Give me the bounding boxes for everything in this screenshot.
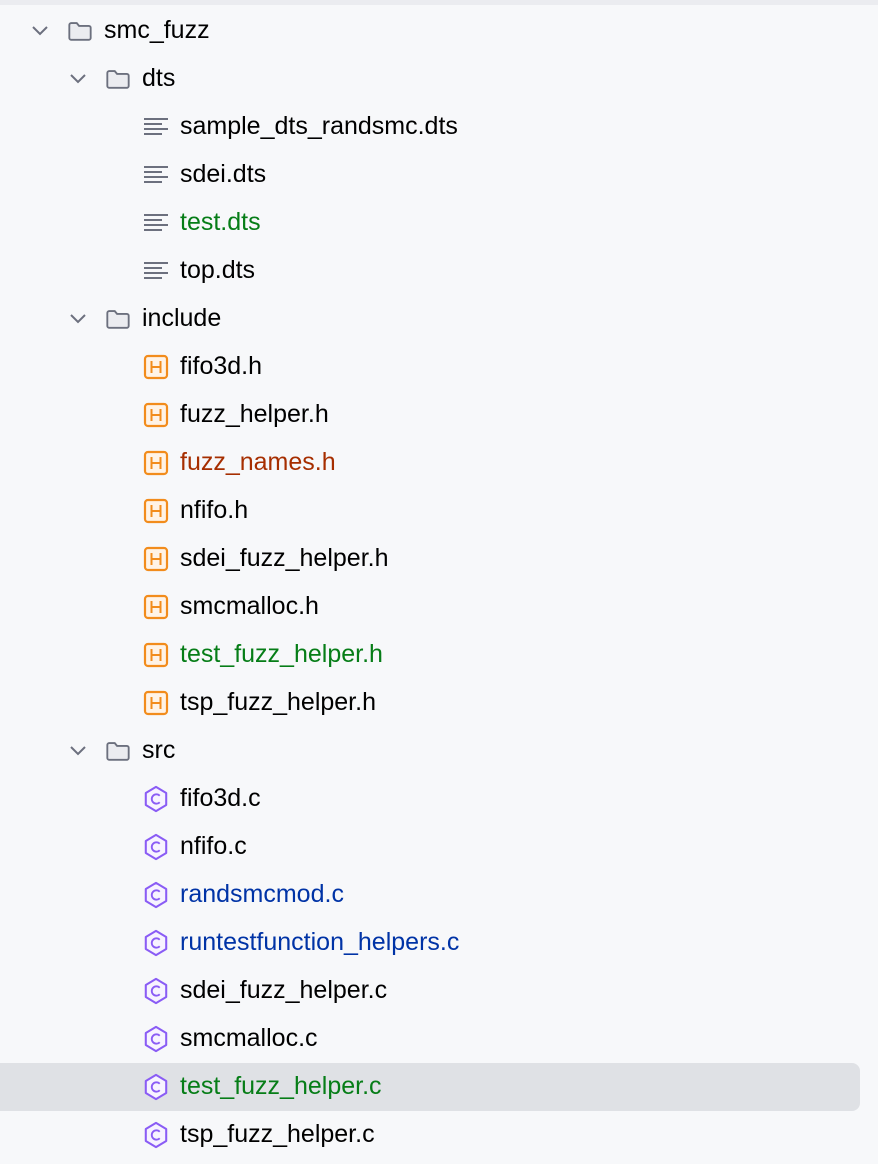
tree-item-label: runtestfunction_helpers.c [180,928,460,956]
tree-file[interactable]: test_fuzz_helper.h [0,631,878,679]
tree-item-label: fuzz_names.h [180,448,336,476]
text-file-icon [143,162,169,188]
tree-file[interactable]: top.dts [0,247,878,295]
tree-file[interactable]: randsmcmod.c [0,871,878,919]
chevron-down-icon[interactable] [68,69,88,89]
tree-file[interactable]: test.dts [0,199,878,247]
tree-file[interactable]: nfifo.h [0,487,878,535]
tree-file[interactable]: fifo3d.h [0,343,878,391]
header-file-icon [143,594,169,620]
tree-item-label: smcmalloc.h [180,592,319,620]
chevron-down-icon[interactable] [68,309,88,329]
tree-item-label: src [142,736,176,764]
tree-item-label: smc_fuzz [104,16,210,44]
tree-item-label: test_fuzz_helper.h [180,640,383,668]
tree-file[interactable]: tsp_fuzz_helper.h [0,679,878,727]
tree-item-label: nfifo.h [180,496,249,524]
tree-file[interactable]: tsp_fuzz_helper.c [0,1111,878,1159]
chevron-down-icon[interactable] [68,741,88,761]
tree-file[interactable]: sdei_fuzz_helper.c [0,967,878,1015]
header-file-icon [143,498,169,524]
c-file-icon [143,1025,169,1053]
tree-item-label: sdei.dts [180,160,267,188]
tree-item-label: sample_dts_randsmc.dts [180,112,458,140]
tree-item-label: sdei_fuzz_helper.c [180,976,388,1004]
c-file-icon [143,977,169,1005]
tree-item-label: tsp_fuzz_helper.h [180,688,376,716]
tree-folder[interactable]: smc_fuzz [0,7,878,55]
tree-item-label: nfifo.c [180,832,247,860]
header-file-icon [143,402,169,428]
tree-file[interactable]: runtestfunction_helpers.c [0,919,878,967]
text-file-icon [143,258,169,284]
c-file-icon [143,929,169,957]
tree-item-label: test_fuzz_helper.c [180,1072,382,1100]
tree-file[interactable]: fuzz_helper.h [0,391,878,439]
folder-icon [105,66,131,92]
tree-file[interactable]: smcmalloc.c [0,1015,878,1063]
header-file-icon [143,690,169,716]
header-file-icon [143,642,169,668]
tree-item-label: smcmalloc.c [180,1024,318,1052]
text-file-icon [143,210,169,236]
c-file-icon [143,1073,169,1101]
text-file-icon [143,114,169,140]
tree-file[interactable]: sdei_fuzz_helper.h [0,535,878,583]
tree-item-label: fifo3d.c [180,784,261,812]
c-file-icon [143,1121,169,1149]
tree-folder[interactable]: include [0,295,878,343]
tree-item-label: fuzz_helper.h [180,400,329,428]
tree-item-label: randsmcmod.c [180,880,344,908]
folder-icon [105,306,131,332]
tree-item-label: test.dts [180,208,261,236]
tree-item-label: tsp_fuzz_helper.c [180,1120,375,1148]
tree-file[interactable]: smcmalloc.h [0,583,878,631]
tree-file[interactable]: sample_dts_randsmc.dts [0,103,878,151]
header-file-icon [143,450,169,476]
tree-folder[interactable]: src [0,727,878,775]
panel-top-border [0,0,878,5]
tree-item-label: fifo3d.h [180,352,263,380]
tree-item-label: include [142,304,222,332]
tree-file[interactable]: fuzz_names.h [0,439,878,487]
c-file-icon [143,881,169,909]
tree-item-label: top.dts [180,256,256,284]
header-file-icon [143,546,169,572]
tree-file[interactable]: fifo3d.c [0,775,878,823]
chevron-down-icon[interactable] [30,21,50,41]
tree-file[interactable]: sdei.dts [0,151,878,199]
tree-item-label: sdei_fuzz_helper.h [180,544,389,572]
tree-item-label: dts [142,64,176,92]
tree-file[interactable]: nfifo.c [0,823,878,871]
c-file-icon [143,785,169,813]
tree-folder[interactable]: dts [0,55,878,103]
header-file-icon [143,354,169,380]
c-file-icon [143,833,169,861]
tree-file[interactable]: test_fuzz_helper.c [0,1063,860,1111]
folder-icon [67,18,93,44]
folder-icon [105,738,131,764]
